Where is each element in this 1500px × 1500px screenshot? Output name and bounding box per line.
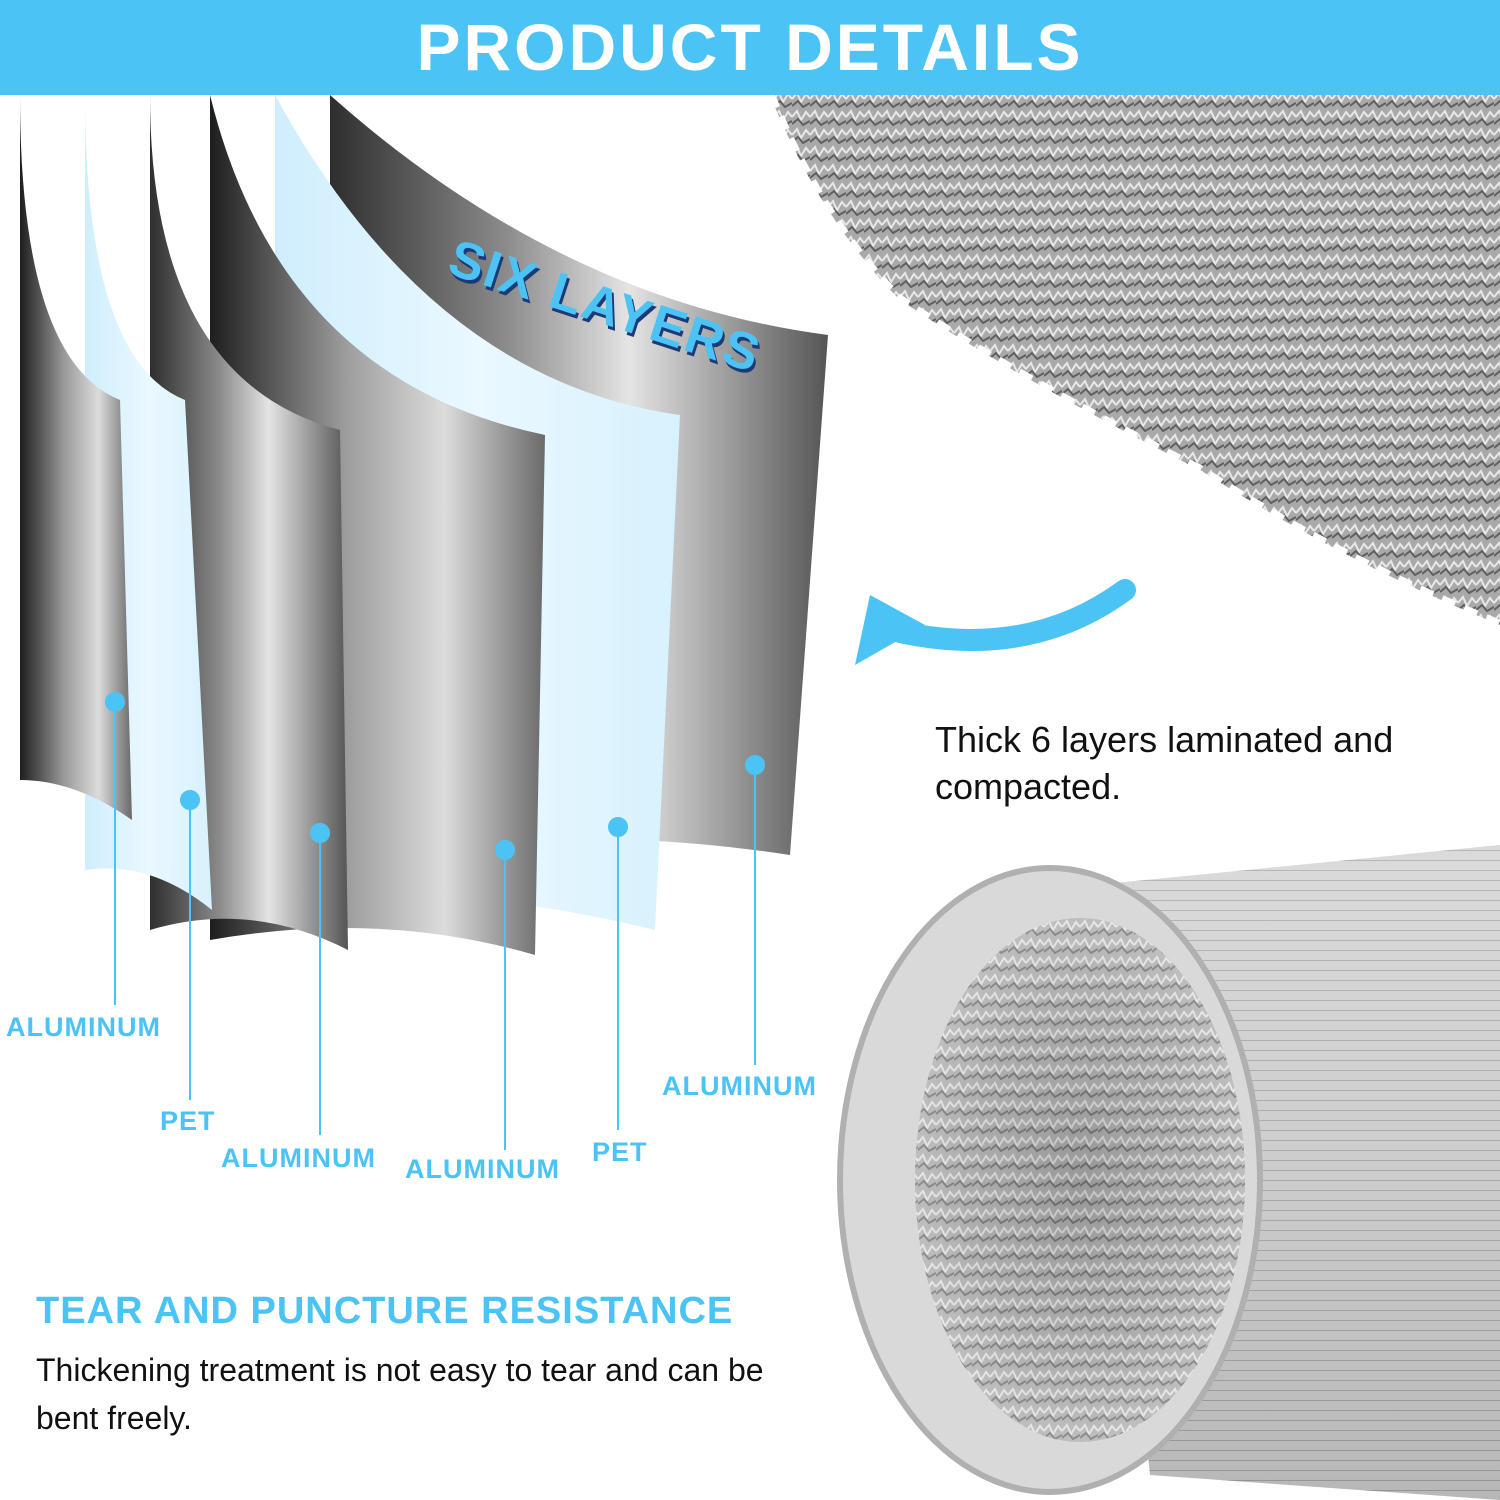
layer-label-aluminum-1: ALUMINUM <box>6 1012 161 1042</box>
expanded-duct-image <box>837 845 1500 1500</box>
layer-sheet-1 <box>20 95 132 820</box>
feature-description: Thickening treatment is not easy to tear… <box>36 1352 764 1436</box>
lamination-note: Thick 6 layers laminated and compacted. <box>935 719 1394 807</box>
header-banner <box>0 0 1500 95</box>
layer-label-aluminum-4: ALUMINUM <box>662 1071 817 1101</box>
layer-label-pet-2: PET <box>592 1137 648 1167</box>
layer-label-aluminum-2: ALUMINUM <box>221 1143 376 1173</box>
layer-label-aluminum-3: ALUMINUM <box>405 1154 560 1184</box>
layer-label-pet-1: PET <box>160 1106 216 1136</box>
page-title: PRODUCT DETAILS <box>416 10 1084 84</box>
product-illustration <box>20 95 1500 1500</box>
curved-arrow-icon <box>855 579 1136 665</box>
feature-title: TEAR AND PUNCTURE RESISTANCE <box>36 1290 734 1332</box>
compressed-duct-image <box>765 95 1500 630</box>
